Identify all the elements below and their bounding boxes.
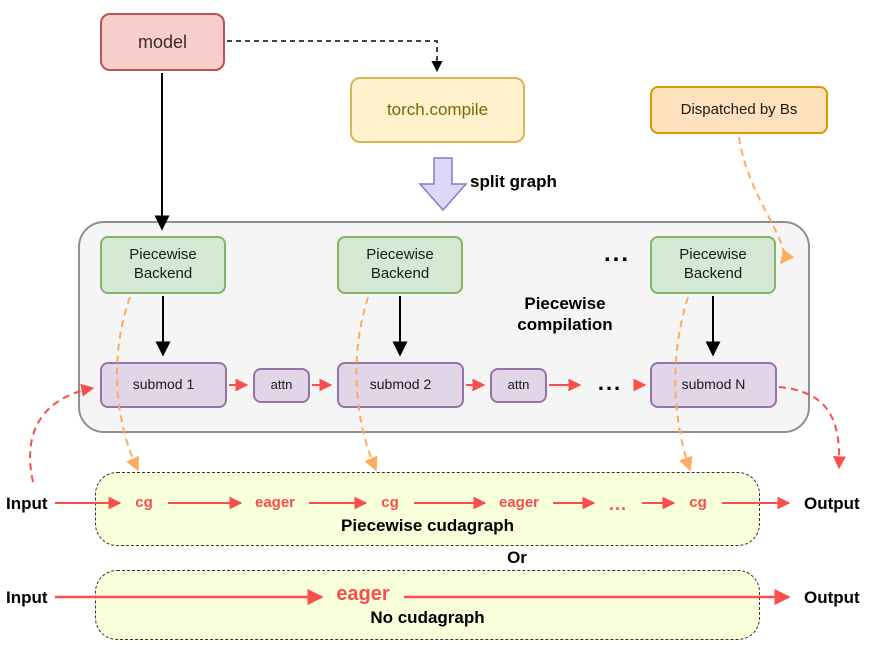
submod-n-label: submod N	[681, 376, 746, 393]
attn-1-node: attn	[253, 368, 310, 403]
eager-item-2: eager	[498, 494, 540, 511]
no-cudagraph-container	[95, 570, 760, 640]
submod-1-label: submod 1	[132, 376, 195, 393]
submod-ellipsis: ...	[597, 370, 623, 395]
torch-compile-label: torch.compile	[386, 100, 489, 120]
dispatched-by-bs-node: Dispatched by Bs	[650, 86, 828, 134]
piecewise-backend-3-node: Piecewise Backend	[650, 236, 776, 294]
submod-2-label: submod 2	[369, 376, 432, 393]
attn-2-node: attn	[490, 368, 547, 403]
cudagraph-row-ellipsis: ...	[608, 494, 627, 514]
submod-n-node: submod N	[650, 362, 777, 408]
split-graph-label: split graph	[470, 172, 557, 191]
arrow-model-to-torch-compile	[227, 40, 443, 73]
piecewise-backend-1-label: Piecewise Backend	[129, 246, 197, 282]
output-label-row2: Output	[804, 588, 860, 607]
input-label-row2: Input	[6, 588, 48, 607]
backend-ellipsis: ...	[603, 240, 630, 267]
split-graph-block-arrow-icon	[418, 157, 468, 212]
no-cudagraph-label: No cudagraph	[370, 608, 485, 627]
piecewise-backend-2-node: Piecewise Backend	[337, 236, 463, 294]
piecewise-compilation-label: Piecewise compilation	[517, 294, 613, 334]
or-label: Or	[507, 548, 527, 567]
piecewise-cudagraph-label: Piecewise cudagraph	[341, 516, 514, 535]
input-label-row1: Input	[6, 494, 48, 513]
submod-1-node: submod 1	[100, 362, 227, 408]
attn-2-label: attn	[507, 377, 530, 393]
cg-item-1: cg	[135, 494, 153, 511]
eager-big-label: eager	[336, 583, 390, 605]
torch-compile-node: torch.compile	[350, 77, 525, 143]
model-node: model	[100, 13, 225, 71]
piecewise-cudagraph-container	[95, 472, 760, 546]
piecewise-backend-1-node: Piecewise Backend	[100, 236, 226, 294]
output-label-row1: Output	[804, 494, 860, 513]
piecewise-backend-2-label: Piecewise Backend	[366, 246, 434, 282]
model-label: model	[137, 31, 188, 52]
eager-item-1: eager	[254, 494, 296, 511]
cg-item-3: cg	[689, 494, 707, 511]
cg-item-2: cg	[381, 494, 399, 511]
piecewise-backend-3-label: Piecewise Backend	[679, 246, 747, 282]
submod-2-node: submod 2	[337, 362, 464, 408]
attn-1-label: attn	[270, 377, 293, 393]
dispatched-by-bs-label: Dispatched by Bs	[680, 100, 798, 118]
